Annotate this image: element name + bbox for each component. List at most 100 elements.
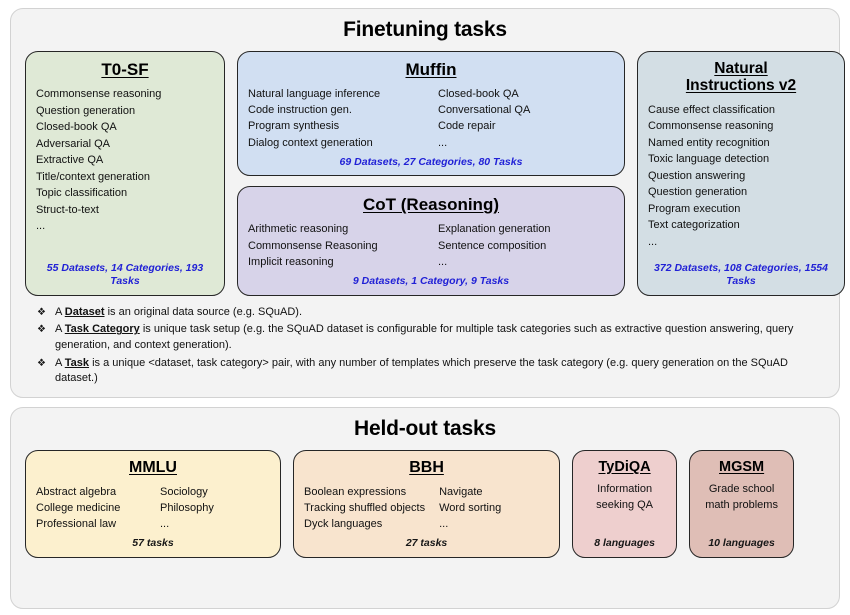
definitions-list: ❖ A Dataset is an original data source (… xyxy=(37,305,823,387)
card-t0sf-stat: 55 Datasets, 14 Categories, 193 Tasks xyxy=(46,262,204,287)
definition-task-category-text: A Task Category is unique task setup (e.… xyxy=(55,322,823,353)
diamond-bullet-icon: ❖ xyxy=(37,357,46,369)
card-niv2-title: Natural Instructions v2 xyxy=(648,60,834,95)
list-item-ellipsis: ... xyxy=(648,235,658,248)
card-muffin-items: Natural language inference Code instruct… xyxy=(248,86,614,151)
card-t0sf-title: T0-SF xyxy=(101,60,149,79)
list-item: Abstract algebra xyxy=(36,485,117,498)
finetuning-panel-title: Finetuning tasks xyxy=(343,18,507,41)
card-cot: CoT (Reasoning) Arithmetic reasoning Com… xyxy=(237,186,625,296)
list-item: Philosophy xyxy=(160,501,214,514)
card-mmlu: MMLU Abstract algebra College medicine P… xyxy=(25,449,281,558)
list-item: Dialog context generation xyxy=(248,136,373,149)
card-bbh-stat: 27 tasks xyxy=(405,537,448,550)
finetuning-cards-row: T0-SF Commonsense reasoning Question gen… xyxy=(25,51,845,296)
list-item: Implicit reasoning xyxy=(248,255,334,268)
list-item: Code instruction gen. xyxy=(248,104,352,117)
definition-body: is an original data source (e.g. SQuAD). xyxy=(104,305,302,318)
list-item: Sociology xyxy=(160,485,208,498)
list-item-ellipsis: ... xyxy=(36,220,46,233)
card-bbh: BBH Boolean expressions Tracking shuffle… xyxy=(293,449,561,558)
card-mmlu-column-1: Abstract algebra College medicine Profes… xyxy=(36,484,146,532)
list-item: Word sorting xyxy=(439,501,502,514)
list-item: Program synthesis xyxy=(248,120,340,133)
card-niv2-title-line1: Natural xyxy=(714,60,768,77)
card-cot-items: Arithmetic reasoning Commonsense Reasoni… xyxy=(248,221,614,269)
list-item: Commonsense Reasoning xyxy=(248,239,378,252)
card-muffin: Muffin Natural language inference Code i… xyxy=(237,51,625,177)
card-mmlu-title: MMLU xyxy=(129,458,177,476)
list-item: Title/context generation xyxy=(36,170,150,183)
list-item: Cause effect classification xyxy=(648,103,775,116)
definition-dataset: ❖ A Dataset is an original data source (… xyxy=(37,305,823,321)
definition-dataset-text: A Dataset is an original data source (e.… xyxy=(55,305,823,321)
list-item: Question answering xyxy=(648,169,746,182)
card-tydiqa: TyDiQA Information seeking QA 8 language… xyxy=(572,449,678,558)
list-item: Natural language inference xyxy=(248,88,381,101)
definition-task-category: ❖ A Task Category is unique task setup (… xyxy=(37,322,823,353)
list-item: Closed-book QA xyxy=(36,121,117,134)
list-item-ellipsis: ... xyxy=(438,136,448,149)
card-t0sf: T0-SF Commonsense reasoning Question gen… xyxy=(25,51,225,296)
card-niv2-stat: 372 Datasets, 108 Categories, 1554 Tasks xyxy=(654,262,828,287)
list-item: Adversarial QA xyxy=(36,137,110,150)
list-item: Question generation xyxy=(648,186,748,199)
heldout-panel-title: Held-out tasks xyxy=(354,416,496,440)
list-item: Extractive QA xyxy=(36,154,104,167)
card-mmlu-items: Abstract algebra College medicine Profes… xyxy=(36,484,270,532)
list-item: Navigate xyxy=(439,485,483,498)
definition-body: is unique task setup (e.g. the SQuAD dat… xyxy=(54,323,794,351)
list-item: Sentence composition xyxy=(438,239,547,252)
definition-prefix: A xyxy=(54,323,65,336)
list-item: Question generation xyxy=(36,104,136,117)
list-item: Explanation generation xyxy=(438,223,551,236)
definition-task-text: A Task is a unique <dataset, task catego… xyxy=(55,356,823,387)
card-mgsm: MGSM Grade school math problems 10 langu… xyxy=(689,449,795,558)
list-item: Program execution xyxy=(648,202,741,215)
list-item: Commonsense reasoning xyxy=(648,120,774,133)
list-item: Topic classification xyxy=(36,187,128,200)
definition-prefix: A xyxy=(54,305,65,318)
card-mmlu-column-2: Sociology Philosophy ... xyxy=(160,484,270,532)
finetuning-middle-column: Muffin Natural language inference Code i… xyxy=(237,51,625,296)
card-niv2-items: Cause effect classification Commonsense … xyxy=(648,102,834,251)
list-item: Tracking shuffled objects xyxy=(304,501,426,514)
card-niv2-column-1: Cause effect classification Commonsense … xyxy=(648,102,775,251)
card-cot-title: CoT (Reasoning) xyxy=(363,195,499,215)
card-cot-column-2: Explanation generation Sentence composit… xyxy=(438,221,614,269)
diamond-bullet-icon: ❖ xyxy=(37,324,46,336)
heldout-panel: Held-out tasks MMLU Abstract algebra Col… xyxy=(10,406,840,609)
definition-prefix: A xyxy=(54,356,65,369)
card-muffin-column-2: Closed-book QA Conversational QA Code re… xyxy=(438,86,614,151)
list-item-ellipsis: ... xyxy=(439,518,449,531)
card-tydiqa-stat: 8 languages xyxy=(594,537,655,550)
finetuning-panel: Finetuning tasks T0-SF Commonsense reaso… xyxy=(10,8,845,398)
list-item: Dyck languages xyxy=(304,518,383,531)
card-mgsm-title: MGSM xyxy=(719,458,765,475)
card-cot-column-1: Arithmetic reasoning Commonsense Reasoni… xyxy=(248,221,424,269)
list-item: Arithmetic reasoning xyxy=(248,223,349,236)
list-item: Toxic language detection xyxy=(648,153,770,166)
list-item-ellipsis: ... xyxy=(160,518,170,531)
list-item-ellipsis: ... xyxy=(438,255,448,268)
card-mmlu-stat: 57 tasks xyxy=(132,537,174,550)
card-mgsm-stat: 10 languages xyxy=(708,537,775,550)
list-item: College medicine xyxy=(36,501,121,514)
list-item: Boolean expressions xyxy=(304,485,407,498)
diamond-bullet-icon: ❖ xyxy=(37,306,46,318)
definition-term: Task xyxy=(64,356,90,369)
list-item: Code repair xyxy=(438,120,496,133)
card-cot-stat: 9 Datasets, 1 Category, 9 Tasks xyxy=(352,274,510,287)
card-t0sf-column-1: Commonsense reasoning Question generatio… xyxy=(36,86,161,235)
definition-term: Dataset xyxy=(64,305,105,318)
card-niv2: Natural Instructions v2 Cause effect cla… xyxy=(637,51,845,296)
definition-task: ❖ A Task is a unique <dataset, task cate… xyxy=(37,356,823,387)
definition-term: Task Category xyxy=(64,323,140,336)
card-bbh-column-2: Navigate Word sorting ... xyxy=(439,484,549,532)
card-bbh-items: Boolean expressions Tracking shuffled ob… xyxy=(304,484,549,532)
card-mgsm-description: Grade school math problems xyxy=(705,483,778,511)
list-item: Commonsense reasoning xyxy=(36,88,162,101)
card-bbh-column-1: Boolean expressions Tracking shuffled ob… xyxy=(304,484,425,532)
card-tydiqa-description: Information seeking QA xyxy=(596,483,654,511)
